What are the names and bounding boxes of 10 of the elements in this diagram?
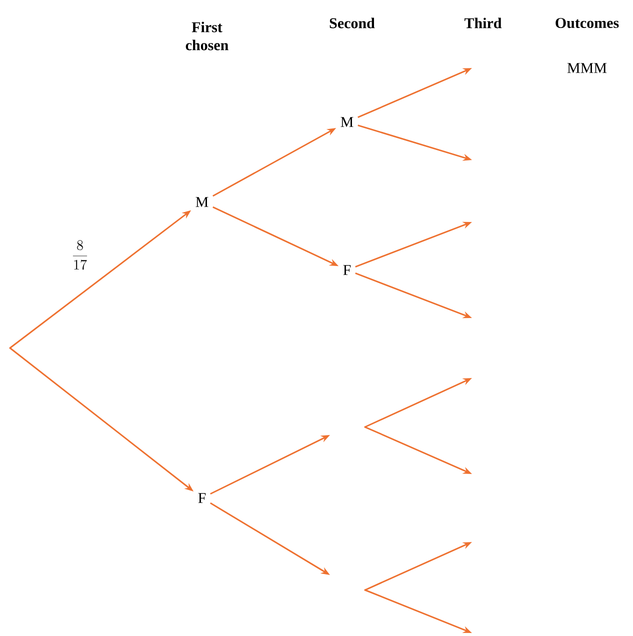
branch-letter: F [198,493,206,503]
column-heading: First chosen [186,22,228,50]
branch-letter: M [196,197,208,207]
column-heading: Outcomes [556,18,619,28]
outcome-label: MMM [567,63,607,73]
edge-label: $\frac{8}{17}$ [72,240,88,270]
column-heading: Third [464,18,502,28]
branch-letter: M [340,117,354,127]
branch-letter: F [343,265,351,275]
column-heading: Second [330,18,375,28]
